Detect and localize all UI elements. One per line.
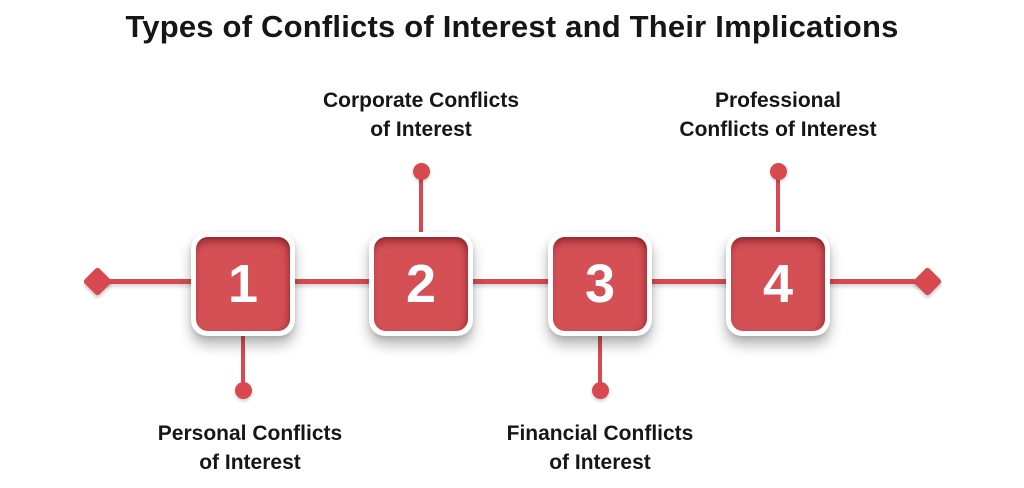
step-2-box-face: 2	[374, 237, 468, 331]
step-3-box-face: 3	[553, 237, 647, 331]
step-2-dot-icon	[413, 163, 430, 180]
step-3-label-line2: of Interest	[549, 451, 651, 474]
step-2-label-line1: Corporate Conflicts	[322, 89, 519, 112]
step-1-label-line2: of Interest	[199, 451, 301, 474]
step-4-label-line1: Professional	[714, 89, 842, 112]
step-1-number: 1	[227, 254, 259, 314]
step-1-label-line1: Personal Conflicts	[157, 422, 343, 445]
step-2-label-line2: of Interest	[370, 118, 472, 141]
step-4-label: Professional Conflicts of Interest	[628, 86, 928, 144]
step-4-dot-icon	[770, 163, 787, 180]
step-1-label: Personal Conflicts of Interest	[100, 419, 400, 477]
step-4-box-face: 4	[731, 237, 825, 331]
step-1-box-face: 1	[196, 237, 290, 331]
step-1-box: 1	[191, 232, 295, 336]
page-title: Types of Conflicts of Interest and Their…	[125, 9, 899, 44]
step-2-connector	[419, 172, 423, 232]
step-2-number: 2	[405, 254, 437, 314]
step-3-dot-icon	[592, 382, 609, 399]
step-2-label: Corporate Conflicts of Interest	[271, 86, 571, 144]
timeline-axis	[96, 279, 929, 284]
step-3-connector	[598, 336, 602, 390]
step-4-number: 4	[762, 254, 794, 314]
timeline-start-diamond-icon	[82, 266, 113, 297]
timeline-end-diamond-icon	[912, 266, 943, 297]
step-4-box: 4	[726, 232, 830, 336]
step-3-label: Financial Conflicts of Interest	[450, 419, 750, 477]
step-3-number: 3	[584, 254, 616, 314]
step-4-connector	[776, 172, 780, 232]
step-3-box: 3	[548, 232, 652, 336]
step-1-connector	[241, 336, 245, 390]
step-3-label-line1: Financial Conflicts	[506, 422, 694, 445]
step-4-label-line2: Conflicts of Interest	[679, 118, 877, 141]
step-2-box: 2	[369, 232, 473, 336]
step-1-dot-icon	[235, 382, 252, 399]
